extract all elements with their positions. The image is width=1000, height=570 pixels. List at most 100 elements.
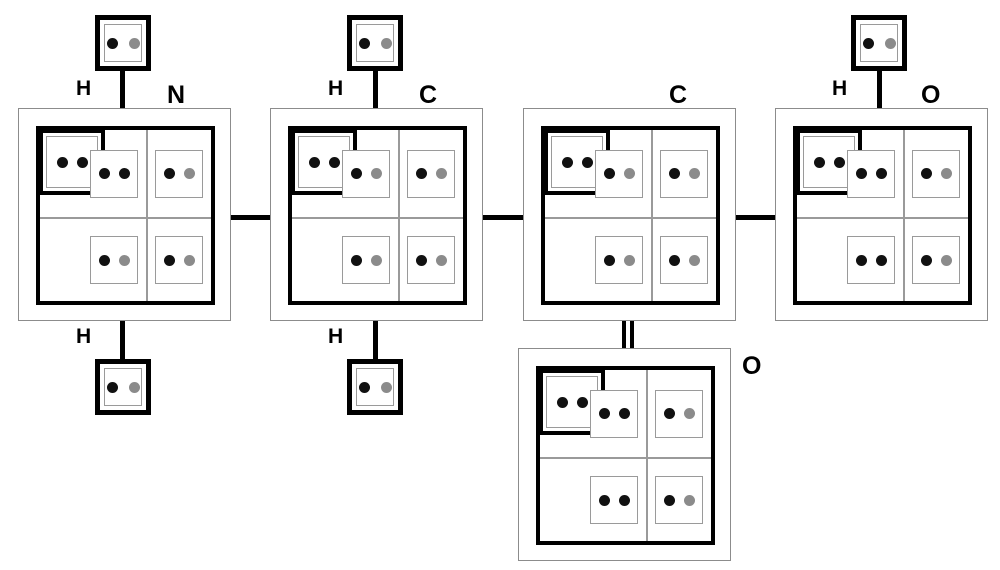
electron-spin-down xyxy=(623,168,635,179)
electron-spin-down xyxy=(183,168,195,179)
bond-c2-o2-line-a xyxy=(622,318,626,352)
electron-spin-down xyxy=(940,254,952,266)
orbital-box-c1-br xyxy=(407,236,455,284)
hydrogen-atom-box-h5[interactable] xyxy=(347,359,403,415)
atom-box-nitrogen[interactable] xyxy=(18,108,231,321)
label-n: N xyxy=(167,81,186,109)
atom-box-oxygen-1[interactable] xyxy=(775,108,988,321)
electron-spin-up xyxy=(76,156,88,168)
bond-h2-c1 xyxy=(373,60,378,112)
orbital-1s-h2 xyxy=(356,24,394,62)
electron-spin-up xyxy=(576,396,588,408)
electron-spin-up xyxy=(106,37,118,49)
valence-shell-frame-o2 xyxy=(536,366,715,545)
electron-spin-up xyxy=(163,254,175,266)
subshell-cell-bottom-left-o2 xyxy=(540,458,647,541)
subshell-cell-top-right-o2 xyxy=(647,370,711,458)
orbital-box-n-tr xyxy=(155,149,203,198)
orbital-1s-h3 xyxy=(860,24,898,62)
electron-spin-up xyxy=(98,254,110,266)
orbital-box-o1-tl xyxy=(847,149,895,198)
electron-spin-up xyxy=(56,156,68,168)
electron-spin-down xyxy=(128,381,140,393)
electron-spin-up xyxy=(618,494,630,506)
subshell-cell-top-right-n xyxy=(147,130,211,218)
atom-box-oxygen-2[interactable] xyxy=(518,348,731,561)
subshell-cell-bottom-right-c1 xyxy=(399,218,463,301)
valence-shell-frame-o1 xyxy=(793,126,972,305)
electron-spin-up xyxy=(163,168,175,179)
label-h1: H xyxy=(76,77,92,100)
hydrogen-atom-box-h1[interactable] xyxy=(95,15,151,71)
subshell-cell-top-left-o2 xyxy=(539,369,647,458)
electron-spin-up xyxy=(350,168,362,179)
subshell-cell-top-right-o1 xyxy=(904,130,968,218)
electron-spin-up xyxy=(106,381,118,393)
electron-spin-up xyxy=(862,37,874,49)
electron-spin-down xyxy=(435,254,447,266)
electron-spin-down xyxy=(884,37,896,49)
valence-shell-frame-c2 xyxy=(541,126,720,305)
orbital-box-o2-tl xyxy=(590,389,638,438)
electron-spin-down xyxy=(940,168,952,179)
orbital-1s-h1 xyxy=(104,24,142,62)
bond-c2-o1 xyxy=(734,215,776,220)
subshell-cell-bottom-left-o1 xyxy=(797,218,904,301)
electron-spin-up xyxy=(598,494,610,506)
orbital-box-n-tl xyxy=(90,149,138,198)
bond-c1-h5 xyxy=(373,316,378,360)
electron-spin-down xyxy=(370,168,382,179)
electron-spin-up xyxy=(556,396,568,408)
hydrogen-atom-box-h4[interactable] xyxy=(95,359,151,415)
electron-spin-up xyxy=(875,254,887,266)
orbital-box-c1-tl xyxy=(342,149,390,198)
label-h2: H xyxy=(328,77,344,100)
orbital-box-c2-bl xyxy=(595,236,643,284)
electron-spin-down xyxy=(688,254,700,266)
subshell-cell-top-right-c2 xyxy=(652,130,716,218)
label-h4: H xyxy=(76,325,92,348)
electron-spin-up xyxy=(663,408,675,419)
subshell-cell-top-left-c1 xyxy=(291,129,399,218)
atom-box-carbon-1[interactable] xyxy=(270,108,483,321)
bond-n-c1 xyxy=(228,215,270,220)
bond-c2-o2-line-b xyxy=(630,318,634,352)
subshell-grid-o1 xyxy=(796,129,968,301)
electron-spin-down xyxy=(380,37,392,49)
subshell-cell-top-right-c1 xyxy=(399,130,463,218)
bond-c1-c2 xyxy=(481,215,523,220)
electron-spin-up xyxy=(598,408,610,419)
atom-box-carbon-2[interactable] xyxy=(523,108,736,321)
subshell-cell-bottom-left-n xyxy=(40,218,147,301)
subshell-cell-bottom-right-c2 xyxy=(652,218,716,301)
electron-spin-up xyxy=(855,254,867,266)
electron-spin-up xyxy=(603,254,615,266)
electron-spin-down xyxy=(435,168,447,179)
orbital-box-c2-tr xyxy=(660,149,708,198)
electron-spin-up xyxy=(668,254,680,266)
electron-spin-down xyxy=(683,408,695,419)
core-orbital-inner-o2 xyxy=(546,376,598,428)
orbital-box-o2-bl xyxy=(590,476,638,524)
bond-n-h4 xyxy=(120,316,125,360)
electron-spin-up xyxy=(358,37,370,49)
electron-spin-up xyxy=(561,156,573,168)
label-c1: C xyxy=(419,81,438,109)
subshell-cell-bottom-right-o1 xyxy=(904,218,968,301)
electron-spin-up xyxy=(813,156,825,168)
electron-spin-down xyxy=(683,494,695,506)
electron-spin-up xyxy=(920,168,932,179)
subshell-grid-o2 xyxy=(539,369,711,541)
electron-spin-down xyxy=(370,254,382,266)
electron-spin-up xyxy=(875,168,887,179)
electron-spin-up xyxy=(118,168,130,179)
electron-spin-up xyxy=(328,156,340,168)
orbital-box-c1-tr xyxy=(407,149,455,198)
electron-spin-down xyxy=(128,37,140,49)
hydrogen-atom-box-h2[interactable] xyxy=(347,15,403,71)
electron-spin-up xyxy=(618,408,630,419)
core-orbital-inner-c2 xyxy=(551,136,603,188)
hydrogen-atom-box-h3[interactable] xyxy=(851,15,907,71)
subshell-grid-c1 xyxy=(291,129,463,301)
bond-h3-o1 xyxy=(877,60,882,112)
